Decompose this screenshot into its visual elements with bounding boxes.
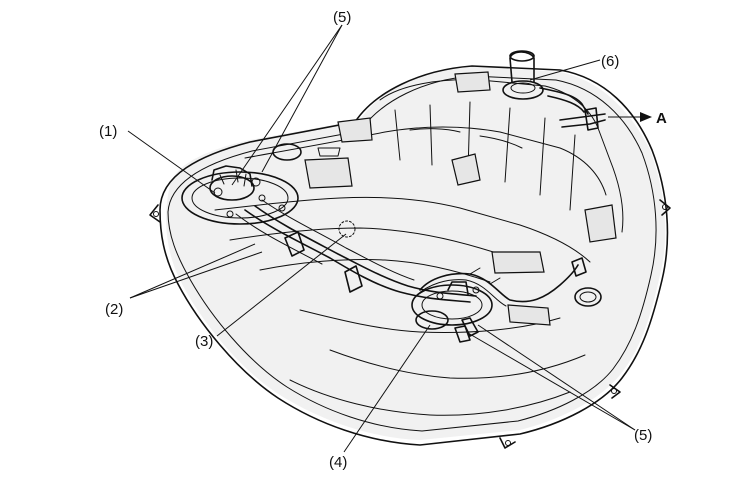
label-view-a: A [656, 110, 667, 127]
fuel-gauge-unit [411, 281, 493, 343]
label-line-3: (3) [195, 333, 213, 350]
tank-pads [304, 71, 617, 326]
label-connector-5-top: (5) [333, 9, 351, 26]
label-filler-neck-6: (6) [601, 53, 619, 70]
leader-lines [127, 24, 652, 453]
detail-callout [338, 220, 356, 238]
label-connector-5-bottom: (5) [634, 427, 652, 444]
fuel-pump-assembly [181, 165, 299, 225]
label-fuel-pump-1: (1) [99, 123, 117, 140]
wiring-harness [415, 257, 587, 307]
label-gauge-4: (4) [329, 454, 347, 471]
part-labels: (5) (1) (6) A (2) (3) (4) (5) [99, 9, 667, 471]
filler-neck [502, 50, 544, 100]
fuel-lines [235, 87, 606, 303]
label-fuel-lines-2: (2) [105, 301, 123, 318]
